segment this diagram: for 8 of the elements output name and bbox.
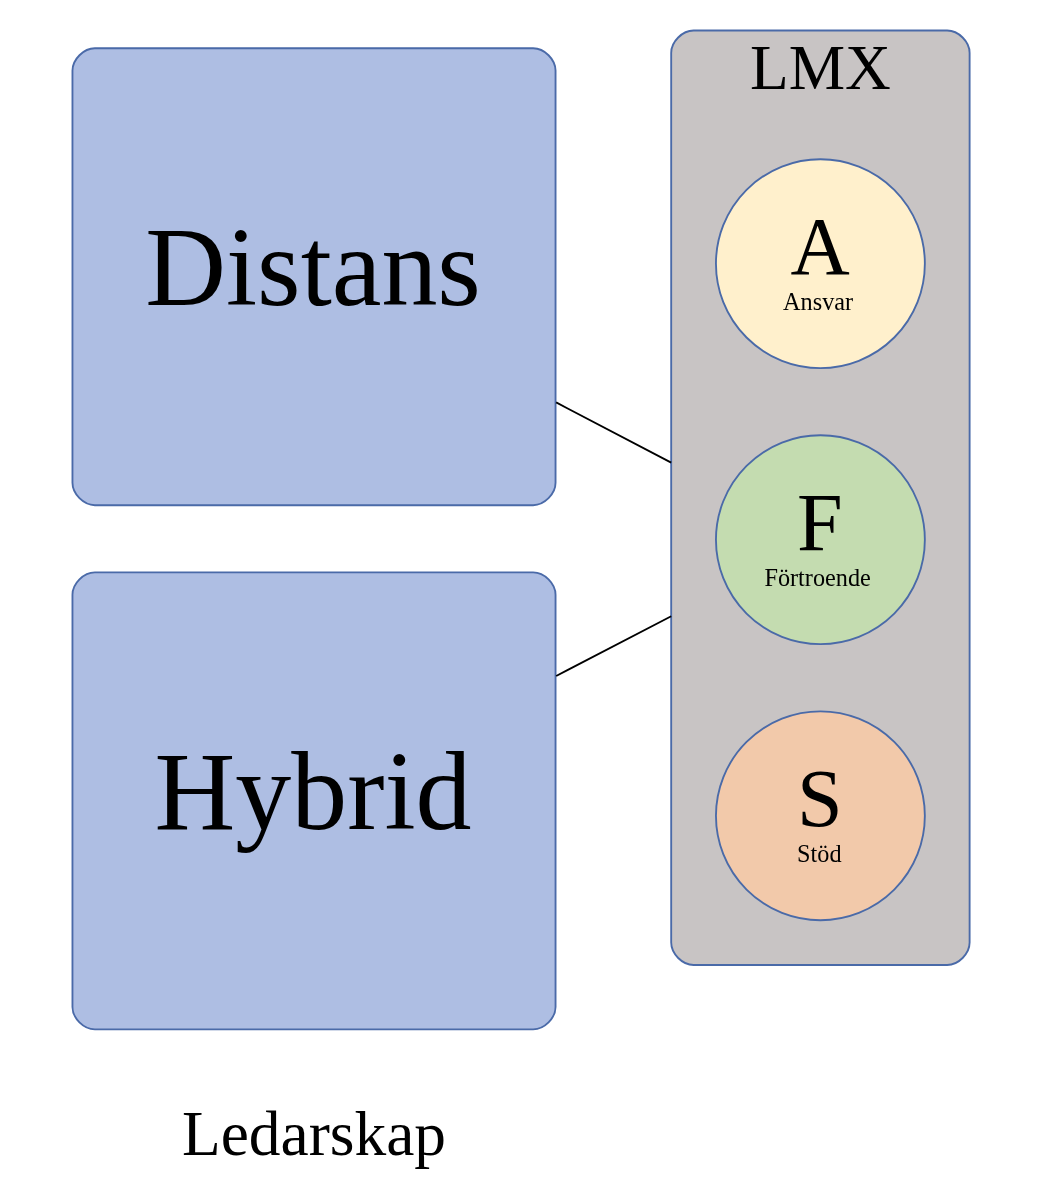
node-circle: A Ansvar <box>715 158 926 370</box>
node-circle: F Förtroende <box>715 434 926 646</box>
connector <box>555 615 673 677</box>
node-circle: S Stöd <box>715 710 926 922</box>
node-box: Hybrid <box>71 571 557 1031</box>
connector <box>555 401 673 464</box>
label: Ledarskap <box>181 1097 447 1169</box>
node-box: Distans <box>71 47 557 507</box>
